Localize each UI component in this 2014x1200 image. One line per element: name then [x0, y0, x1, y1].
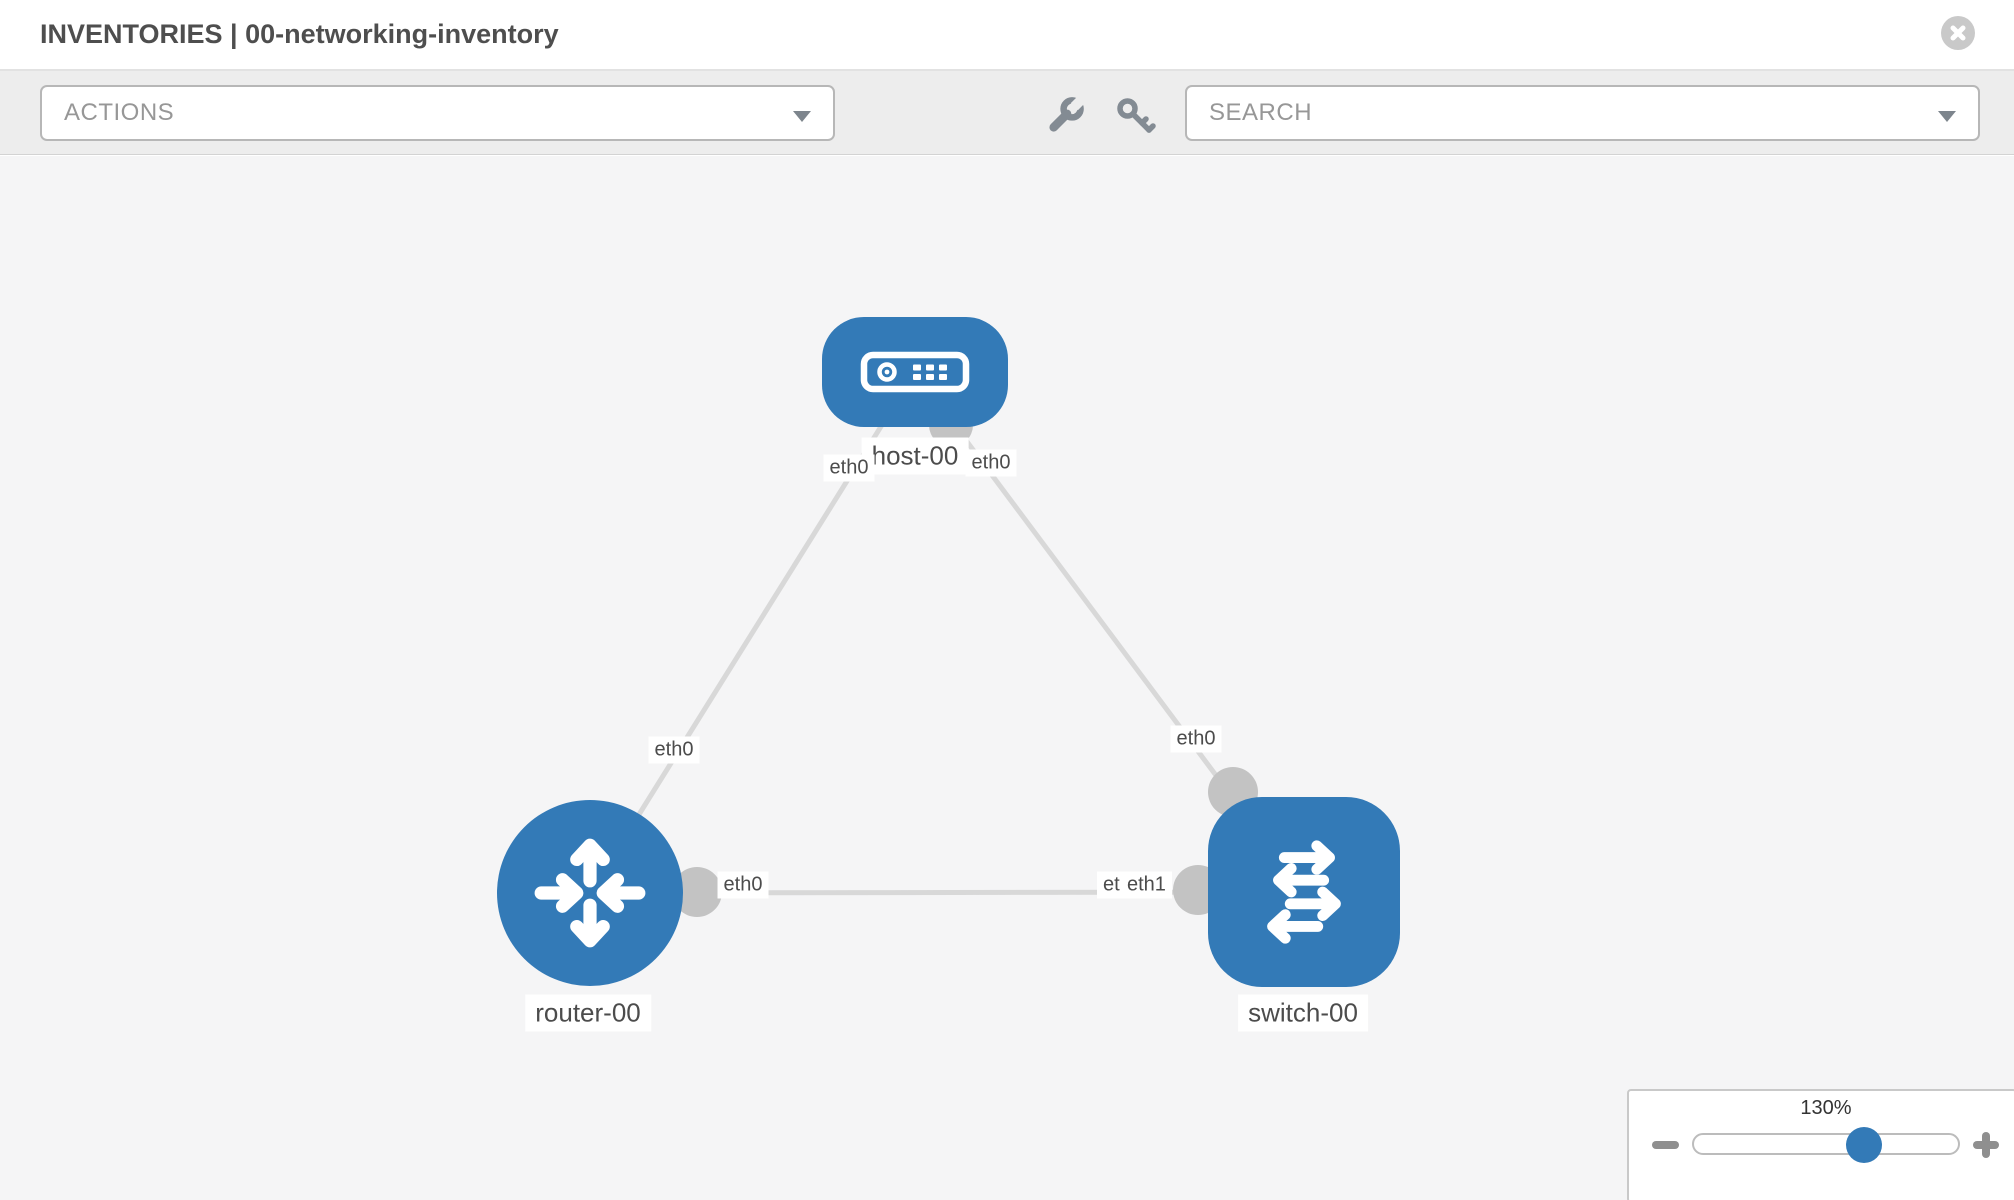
wrench-icon — [1049, 96, 1085, 132]
credentials-button[interactable] — [1112, 93, 1158, 139]
topology-canvas[interactable]: host-00 router-00 switch-00 eth0 eth0 et… — [0, 156, 2014, 1200]
zoom-out-button[interactable] — [1652, 1141, 1679, 1149]
interface-label-switch-to-router: eth1 — [1121, 871, 1172, 899]
actions-dropdown-label: ACTIONS — [64, 99, 175, 126]
close-icon — [1950, 25, 1966, 41]
search-dropdown[interactable]: SEARCH — [1185, 85, 1980, 141]
node-label-router: router-00 — [525, 994, 651, 1032]
interface-label-host-to-switch: eth0 — [965, 449, 1017, 477]
page-title: INVENTORIES | 00-networking-inventory — [40, 19, 559, 49]
interface-label-switch-to-host: eth0 — [1170, 725, 1222, 753]
header: INVENTORIES | 00-networking-inventory — [0, 0, 2014, 71]
search-dropdown-label: SEARCH — [1209, 99, 1313, 126]
switch-icon — [1267, 840, 1341, 944]
close-button[interactable] — [1941, 16, 1975, 50]
node-label-switch: switch-00 — [1238, 994, 1368, 1032]
interface-label-router-to-host: eth0 — [648, 736, 700, 764]
actions-dropdown[interactable]: ACTIONS — [40, 85, 835, 141]
chevron-down-icon — [1938, 111, 1956, 122]
zoom-in-button[interactable] — [1973, 1132, 1999, 1158]
router-icon — [534, 838, 646, 948]
node-host-00[interactable] — [822, 317, 1008, 427]
zoom-panel: 130% — [1627, 1089, 2014, 1200]
interface-port-router[interactable] — [672, 867, 722, 917]
zoom-level-label: 130% — [1800, 1097, 1852, 1119]
key-icon — [1117, 98, 1156, 133]
zoom-slider-handle[interactable] — [1846, 1127, 1882, 1163]
toolbar: ACTIONS SEARCH — [0, 71, 2014, 155]
links-layer — [587, 370, 1306, 917]
chevron-down-icon — [793, 111, 811, 122]
interface-label-host-to-router: eth0 — [823, 454, 875, 482]
configure-button[interactable] — [1042, 93, 1088, 139]
node-label-host: host-00 — [861, 437, 969, 475]
node-router-00[interactable] — [497, 800, 683, 986]
host-icon — [860, 351, 970, 393]
interface-label-router-to-switch: eth0 — [717, 871, 769, 899]
node-switch-00[interactable] — [1208, 797, 1400, 987]
plus-icon — [1973, 1141, 1999, 1149]
zoom-slider-track[interactable] — [1692, 1133, 1960, 1155]
